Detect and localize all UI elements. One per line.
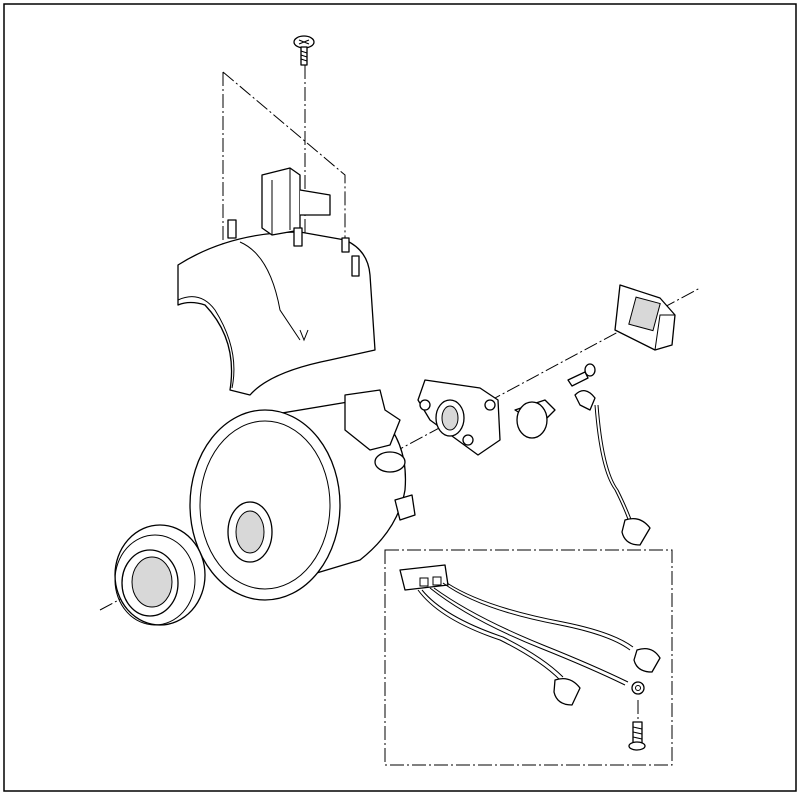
single-wire-lead bbox=[574, 390, 651, 546]
motor-cover bbox=[177, 167, 376, 396]
mounting-bracket bbox=[614, 284, 676, 351]
thermostat bbox=[514, 399, 556, 439]
wire-harness bbox=[399, 564, 661, 706]
top-screw bbox=[293, 35, 315, 66]
ground-screw bbox=[628, 721, 646, 751]
wire-harness-kit-box bbox=[384, 549, 673, 766]
small-screw bbox=[567, 363, 596, 387]
front-gasket bbox=[114, 524, 206, 626]
motor bbox=[189, 389, 416, 601]
diagram-frame bbox=[3, 3, 797, 792]
brush-holder bbox=[417, 379, 501, 456]
